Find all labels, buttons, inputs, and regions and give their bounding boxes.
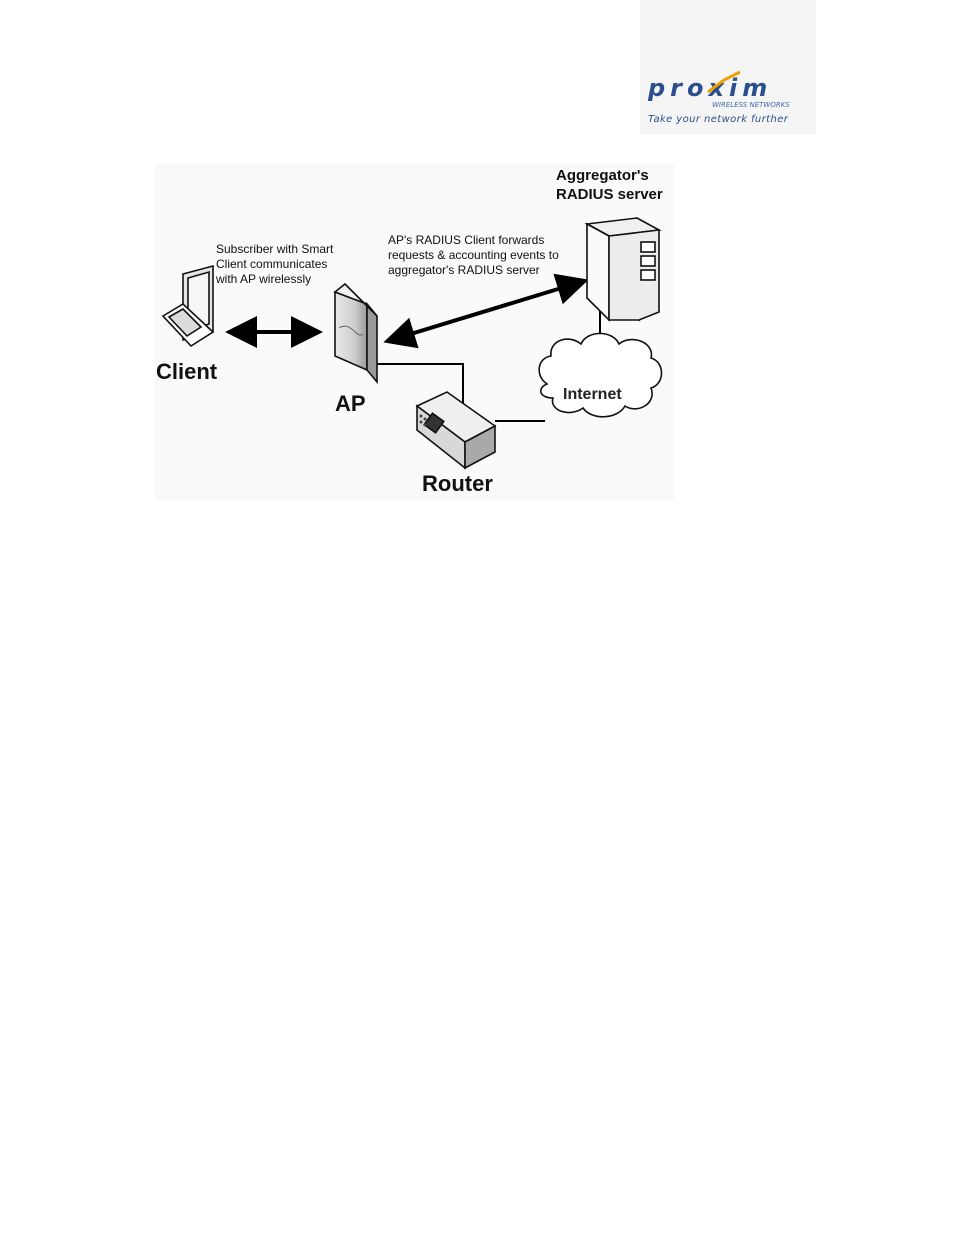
ap-label: AP (335, 391, 366, 417)
subscriber-note: Subscriber with Smart Client communicate… (216, 242, 333, 287)
router-icon (417, 392, 495, 468)
router-label: Router (422, 471, 493, 497)
logo-tagline: Take your network further (648, 114, 788, 125)
radius-forward-arrow (391, 282, 581, 340)
radius-forward-note: AP's RADIUS Client forwards requests & a… (388, 233, 559, 278)
logo-swoosh-icon (704, 70, 744, 100)
laptop-icon (163, 266, 213, 346)
diagram-art (155, 164, 675, 500)
server-tower-icon (587, 218, 659, 320)
access-point-icon (335, 284, 377, 382)
client-label: Client (156, 359, 217, 385)
cloud-icon (539, 334, 661, 417)
logo-subtitle: WIRELESS NETWORKS (712, 101, 790, 109)
radius-server-label: Aggregator's RADIUS server (556, 166, 663, 204)
network-diagram: Subscriber with Smart Client communicate… (155, 164, 675, 500)
proxim-logo: proxim WIRELESS NETWORKS Take your netwo… (640, 0, 816, 134)
internet-label: Internet (563, 386, 622, 404)
